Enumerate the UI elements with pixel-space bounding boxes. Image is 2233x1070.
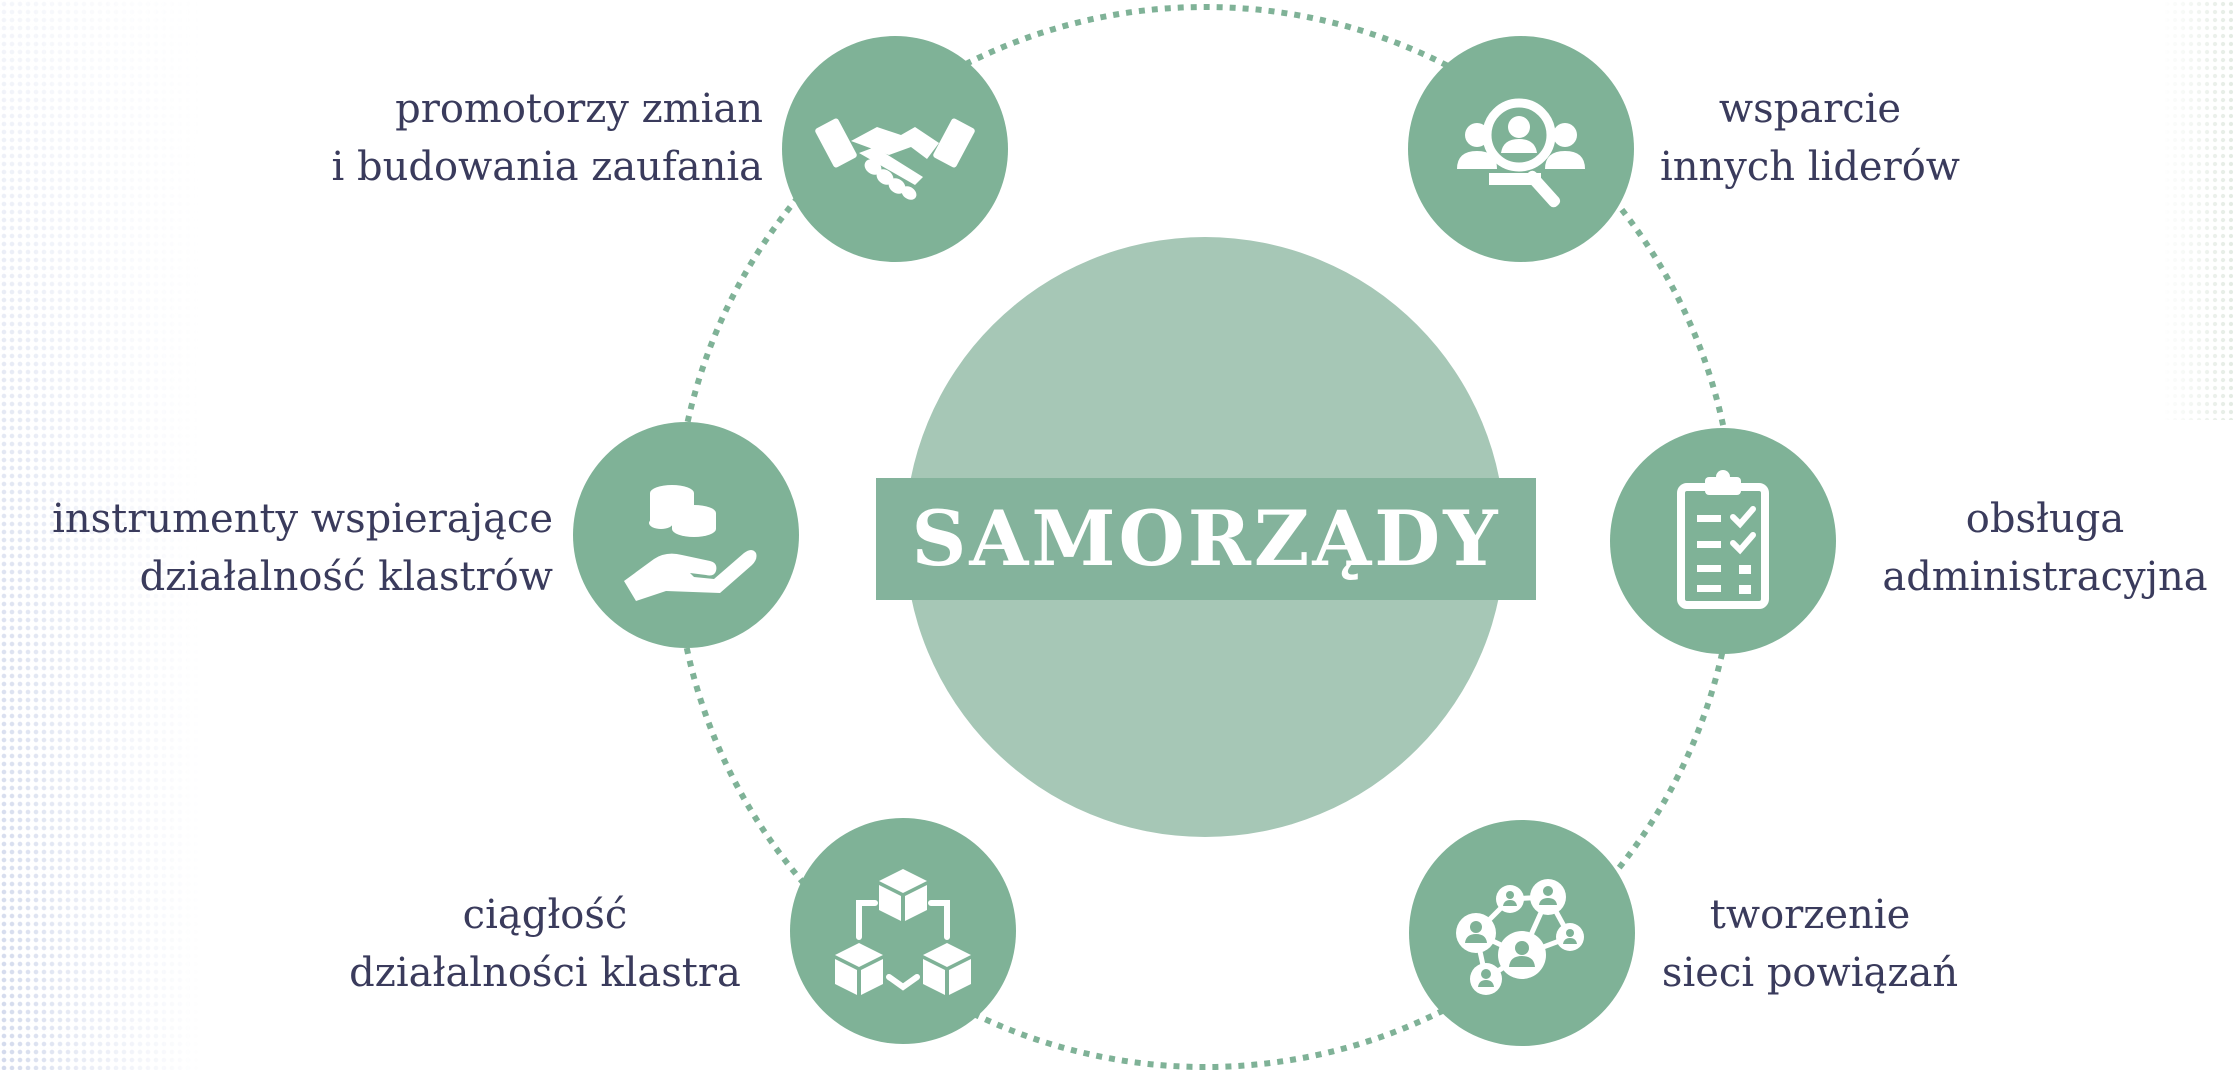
node-cubes [790, 818, 1016, 1044]
node-label-mid-left: instrumenty wspierające działalność klas… [52, 490, 553, 606]
node-label-mid-right: obsługa administracyjna [1855, 490, 2233, 606]
label-line: administracyjna [1882, 554, 2208, 600]
label-line: działalność klastrów [139, 554, 553, 600]
label-line: promotorzy zmian [395, 86, 763, 132]
node-label-bottom-left: ciągłość działalności klastra [330, 886, 760, 1002]
label-line: działalności klastra [349, 950, 741, 996]
label-line: tworzenie [1709, 892, 1911, 938]
center-title: SAMORZĄDY [911, 494, 1501, 583]
node-label-top-left: promotorzy zmian i budowania zaufania [331, 80, 763, 196]
background-dot-pattern-left [0, 0, 200, 1070]
node-handshake [782, 36, 1008, 262]
center-band: SAMORZĄDY [876, 478, 1536, 600]
node-label-bottom-right: tworzenie sieci powiązań [1640, 886, 1980, 1002]
label-line: instrumenty wspierające [52, 496, 553, 542]
label-line: innych liderów [1659, 144, 1961, 190]
handshake-icon [815, 118, 975, 200]
label-line: i budowania zaufania [331, 144, 763, 190]
label-line: ciągłość [462, 892, 628, 938]
label-line: obsługa [1965, 496, 2125, 542]
background-dot-pattern-right [2163, 0, 2233, 420]
node-hand-coins [573, 422, 799, 648]
people-search-icon [1457, 98, 1585, 208]
label-line: sieci powiązań [1661, 950, 1959, 996]
label-line: wsparcie [1718, 86, 1902, 132]
node-clipboard [1610, 428, 1836, 654]
clipboard-checklist-icon [1677, 470, 1769, 609]
people-network-icon [1456, 879, 1584, 995]
connected-cubes-icon [835, 869, 971, 995]
node-people-search [1408, 36, 1634, 262]
hand-coins-icon [624, 485, 757, 601]
node-network [1409, 820, 1635, 1046]
node-label-top-right: wsparcie innych liderów [1640, 80, 1980, 196]
